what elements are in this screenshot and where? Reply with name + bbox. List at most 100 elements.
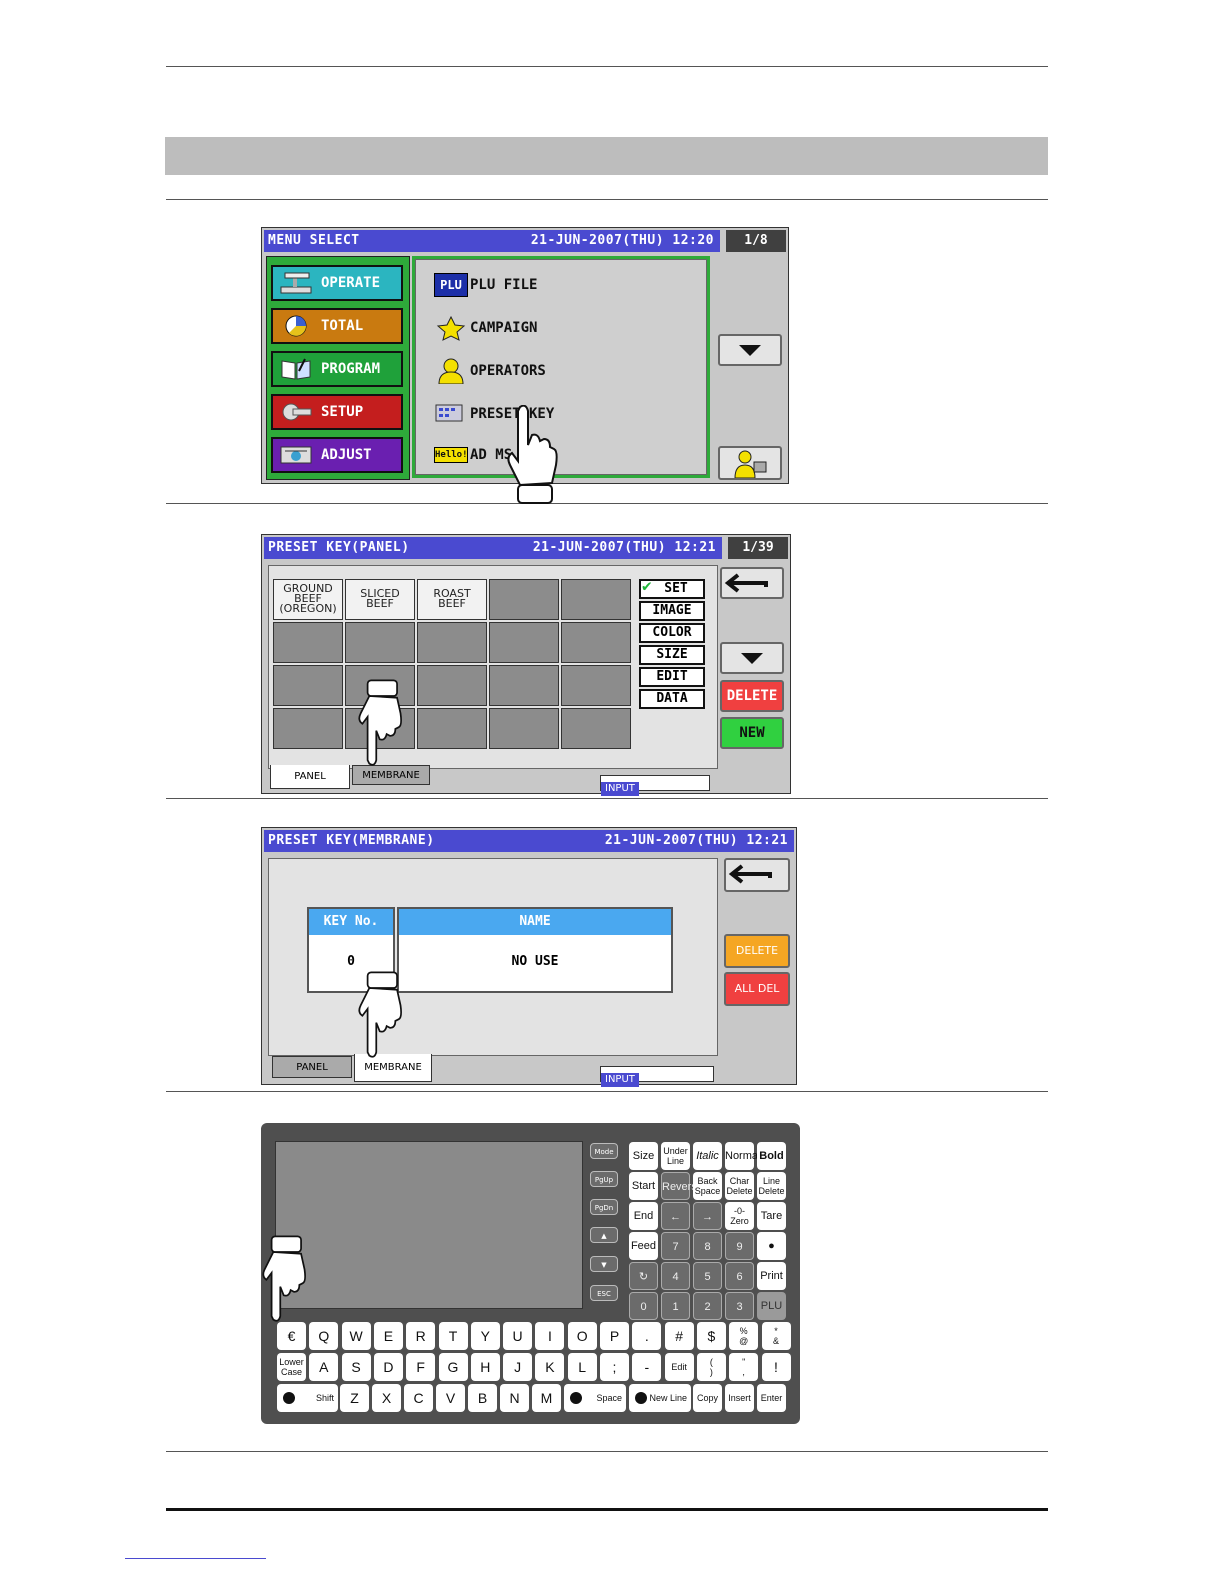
key-n[interactable]: N: [500, 1384, 529, 1412]
key-edit[interactable]: Edit: [664, 1353, 694, 1381]
tab-membrane[interactable]: MEMBRANE: [354, 1054, 432, 1082]
key-c[interactable]: C: [404, 1384, 433, 1412]
all-delete-button[interactable]: ALL DEL: [724, 972, 790, 1006]
key-m[interactable]: M: [532, 1384, 561, 1412]
operate-button[interactable]: OPERATE: [271, 265, 403, 301]
preset-key-empty[interactable]: [561, 622, 631, 663]
key-lower-case[interactable]: Lower Case: [277, 1353, 306, 1381]
key-symbol[interactable]: -: [632, 1353, 662, 1381]
key-t[interactable]: T: [438, 1322, 468, 1350]
name-box[interactable]: NAME NO USE: [397, 907, 673, 993]
key-feed[interactable]: Feed: [629, 1232, 658, 1260]
preset-key-empty[interactable]: [273, 622, 343, 663]
key-8[interactable]: 8: [693, 1232, 722, 1260]
key-symbol[interactable]: ←: [661, 1202, 690, 1230]
key-k[interactable]: K: [535, 1353, 565, 1381]
program-button[interactable]: PROGRAM: [271, 351, 403, 387]
key-b[interactable]: B: [468, 1384, 497, 1412]
key-0[interactable]: 0: [629, 1292, 658, 1320]
key-p[interactable]: P: [600, 1322, 629, 1350]
data-option[interactable]: DATA: [639, 689, 705, 709]
key-e[interactable]: E: [373, 1322, 403, 1350]
key-6[interactable]: 6: [725, 1262, 754, 1290]
new-button[interactable]: NEW: [720, 717, 784, 749]
key-j[interactable]: J: [503, 1353, 533, 1381]
key-symbol[interactable]: $: [696, 1322, 726, 1350]
side-key-mode[interactable]: Mode: [590, 1143, 618, 1159]
preset-key-empty[interactable]: [345, 622, 415, 663]
key-i[interactable]: I: [535, 1322, 565, 1350]
tab-panel[interactable]: PANEL: [270, 765, 350, 789]
side-key-esc-5[interactable]: ESC: [590, 1285, 618, 1301]
key-h[interactable]: H: [470, 1353, 500, 1381]
key-normal[interactable]: Normal: [725, 1142, 760, 1170]
back-button[interactable]: [724, 858, 790, 892]
setup-button[interactable]: SETUP: [271, 394, 403, 430]
preset-key-ground-beef[interactable]: GROUND BEEF (OREGON): [273, 579, 343, 620]
key-0-zero[interactable]: -0- Zero: [725, 1202, 754, 1230]
preset-key-empty[interactable]: [489, 665, 559, 706]
side-key-symbol-3[interactable]: ▲: [590, 1227, 618, 1243]
campaign-item[interactable]: CAMPAIGN: [434, 313, 537, 343]
key-9[interactable]: 9: [725, 1232, 754, 1260]
key-enter[interactable]: Enter: [757, 1384, 786, 1412]
preset-key-empty[interactable]: [489, 708, 559, 749]
key-number-box[interactable]: KEY No. 0: [307, 907, 395, 993]
key-f[interactable]: F: [406, 1353, 436, 1381]
key-z[interactable]: Z: [340, 1384, 369, 1412]
set-option[interactable]: ✔SET: [639, 578, 705, 599]
key-x[interactable]: X: [372, 1384, 401, 1412]
preset-key-empty[interactable]: [489, 622, 559, 663]
key-char-delete[interactable]: Char Delete: [725, 1172, 754, 1200]
side-key-pgup[interactable]: PgUp: [590, 1171, 618, 1187]
key-print[interactable]: Print: [757, 1262, 786, 1290]
color-option[interactable]: COLOR: [639, 623, 705, 643]
delete-button[interactable]: DELETE: [720, 680, 784, 712]
preset-key-empty[interactable]: [273, 708, 343, 749]
tab-panel[interactable]: PANEL: [272, 1056, 352, 1078]
image-option[interactable]: IMAGE: [639, 601, 705, 621]
key-symbol[interactable]: * &: [761, 1322, 791, 1350]
side-key-pgdn[interactable]: PgDn: [590, 1199, 618, 1215]
operator-login-button[interactable]: [718, 446, 782, 480]
key-symbol[interactable]: →: [693, 1202, 722, 1230]
tab-membrane[interactable]: MEMBRANE: [352, 765, 430, 785]
preset-key-empty[interactable]: [417, 665, 487, 706]
preset-key-roast-beef[interactable]: ROAST BEEF: [417, 579, 487, 620]
key-g[interactable]: G: [438, 1353, 468, 1381]
key-symbol[interactable]: " ,: [729, 1353, 759, 1381]
key-symbol[interactable]: ●: [757, 1232, 786, 1260]
key-under-line[interactable]: Under Line: [661, 1142, 690, 1170]
key-7[interactable]: 7: [661, 1232, 690, 1260]
preset-key-empty[interactable]: [561, 708, 631, 749]
preset-key-empty[interactable]: [417, 708, 487, 749]
adjust-button[interactable]: ADJUST: [271, 437, 403, 473]
key-r[interactable]: R: [406, 1322, 436, 1350]
key-symbol[interactable]: % @: [729, 1322, 759, 1350]
preset-key-empty[interactable]: [417, 622, 487, 663]
key-symbol[interactable]: .: [632, 1322, 662, 1350]
key-plu[interactable]: PLU: [757, 1292, 786, 1320]
preset-key-sliced-beef[interactable]: SLICED BEEF: [345, 579, 415, 620]
total-button[interactable]: TOTAL: [271, 308, 403, 344]
key-3[interactable]: 3: [725, 1292, 754, 1320]
key-o[interactable]: O: [567, 1322, 597, 1350]
operators-item[interactable]: OPERATORS: [434, 356, 546, 386]
key-symbol[interactable]: !: [761, 1353, 791, 1381]
key-v[interactable]: V: [436, 1384, 465, 1412]
key-w[interactable]: W: [341, 1322, 371, 1350]
scroll-down-button[interactable]: [720, 642, 784, 674]
key-d[interactable]: D: [373, 1353, 403, 1381]
back-button[interactable]: [720, 567, 784, 599]
key-new-line[interactable]: New Line: [629, 1384, 691, 1412]
key-symbol[interactable]: ↻: [629, 1262, 658, 1290]
size-option[interactable]: SIZE: [639, 645, 705, 665]
preset-key-empty[interactable]: [561, 665, 631, 706]
key-5[interactable]: 5: [693, 1262, 722, 1290]
key-y[interactable]: Y: [470, 1322, 500, 1350]
delete-button[interactable]: DELETE: [724, 934, 790, 968]
key-symbol[interactable]: €: [277, 1322, 306, 1350]
key-italic[interactable]: Italic: [693, 1142, 722, 1170]
side-key-symbol-4[interactable]: ▼: [590, 1256, 618, 1272]
